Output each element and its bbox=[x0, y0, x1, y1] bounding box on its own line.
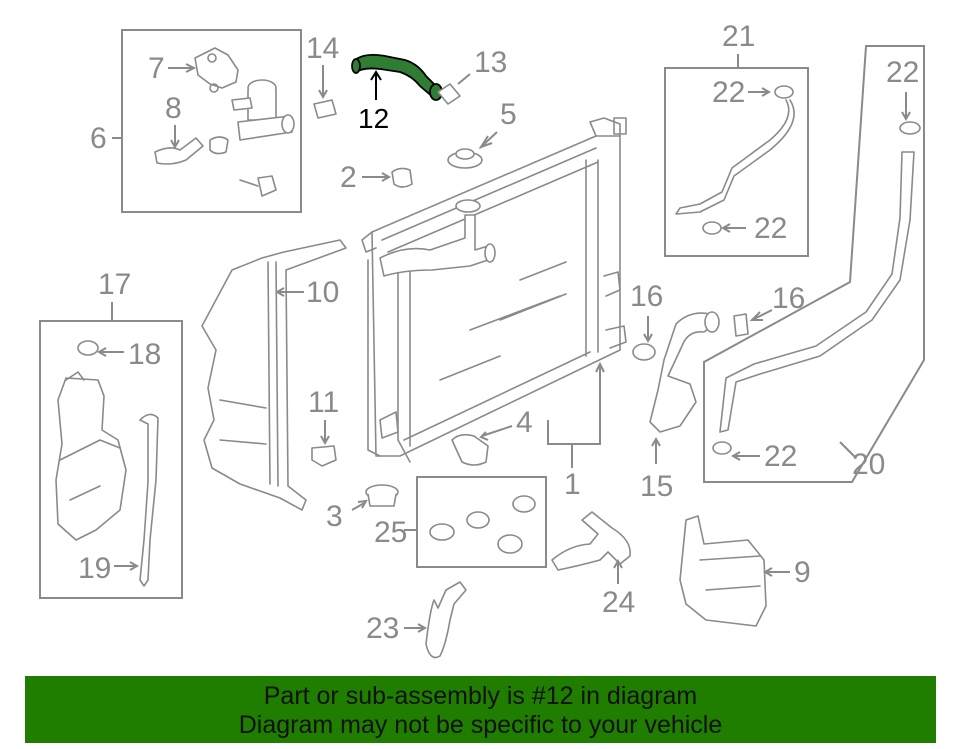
part-16-clip bbox=[733, 313, 749, 337]
callout-14: 14 bbox=[306, 32, 339, 65]
coolant-reservoir bbox=[55, 371, 127, 541]
part-20-hose bbox=[712, 121, 921, 455]
part-10-shroud bbox=[201, 239, 347, 511]
part-4-mount bbox=[451, 433, 489, 466]
banner-line-2: Diagram may not be specific to your vehi… bbox=[238, 711, 723, 739]
group-box-21 bbox=[664, 67, 809, 257]
callout-2: 2 bbox=[340, 161, 357, 194]
callout-5: 5 bbox=[500, 98, 517, 131]
callout-21: 21 bbox=[722, 20, 755, 53]
part-14-clip bbox=[313, 99, 337, 119]
part-16-clamp bbox=[632, 343, 656, 361]
part-15-hose bbox=[649, 311, 720, 433]
callout-4: 4 bbox=[516, 406, 533, 439]
callout-17: 17 bbox=[98, 268, 131, 301]
callout-11: 11 bbox=[308, 386, 339, 419]
callout-22-b: 22 bbox=[754, 212, 787, 245]
callout-23: 23 bbox=[366, 612, 399, 645]
thermostat-housing bbox=[209, 79, 295, 155]
part-9-bracket bbox=[679, 515, 767, 627]
info-banner: Part or sub-assembly is #12 in diagram D… bbox=[25, 676, 936, 743]
callout-8: 8 bbox=[165, 92, 182, 125]
part-12-hose-highlighted[interactable] bbox=[351, 53, 443, 101]
part-13-clamp bbox=[437, 83, 461, 105]
group-box-17 bbox=[39, 320, 183, 599]
callout-22-c: 22 bbox=[886, 56, 919, 89]
part-2-bushing bbox=[391, 167, 413, 188]
callout-24: 24 bbox=[602, 586, 635, 619]
callout-10: 10 bbox=[306, 276, 339, 309]
callout-3: 3 bbox=[326, 500, 343, 533]
part-11-clip bbox=[311, 445, 337, 467]
banner-line-1: Part or sub-assembly is #12 in diagram bbox=[263, 682, 698, 710]
callout-22-a: 22 bbox=[712, 76, 745, 109]
callout-12: 12 bbox=[358, 103, 389, 134]
callout-15: 15 bbox=[640, 470, 673, 503]
part-24-hose bbox=[551, 511, 631, 571]
part-5-cap bbox=[447, 148, 483, 169]
part-21-hose bbox=[675, 85, 795, 235]
callout-25: 25 bbox=[374, 516, 407, 549]
callout-20: 20 bbox=[852, 448, 885, 481]
callout-1: 1 bbox=[564, 468, 581, 501]
callout-16-b: 16 bbox=[772, 282, 805, 315]
bolt-part bbox=[239, 175, 277, 197]
callout-6: 6 bbox=[90, 122, 107, 155]
part-7-bracket bbox=[194, 47, 239, 93]
part-18-cap bbox=[77, 340, 99, 356]
group-box-20 bbox=[703, 45, 925, 483]
part-3-grommet bbox=[365, 484, 399, 507]
radiator bbox=[361, 117, 627, 463]
part-8-hose bbox=[154, 137, 204, 165]
callout-18: 18 bbox=[128, 338, 161, 371]
part-19-hose bbox=[139, 413, 159, 587]
callout-19: 19 bbox=[78, 552, 111, 585]
callout-9: 9 bbox=[794, 556, 811, 589]
part-23-hose bbox=[425, 581, 467, 659]
callout-13: 13 bbox=[474, 46, 507, 79]
callout-7: 7 bbox=[148, 52, 165, 85]
part-25-clamps bbox=[429, 495, 536, 554]
group-box-25 bbox=[416, 476, 547, 568]
callout-16-a: 16 bbox=[630, 280, 663, 313]
callout-22-d: 22 bbox=[764, 440, 797, 473]
group-box-6 bbox=[121, 29, 302, 213]
